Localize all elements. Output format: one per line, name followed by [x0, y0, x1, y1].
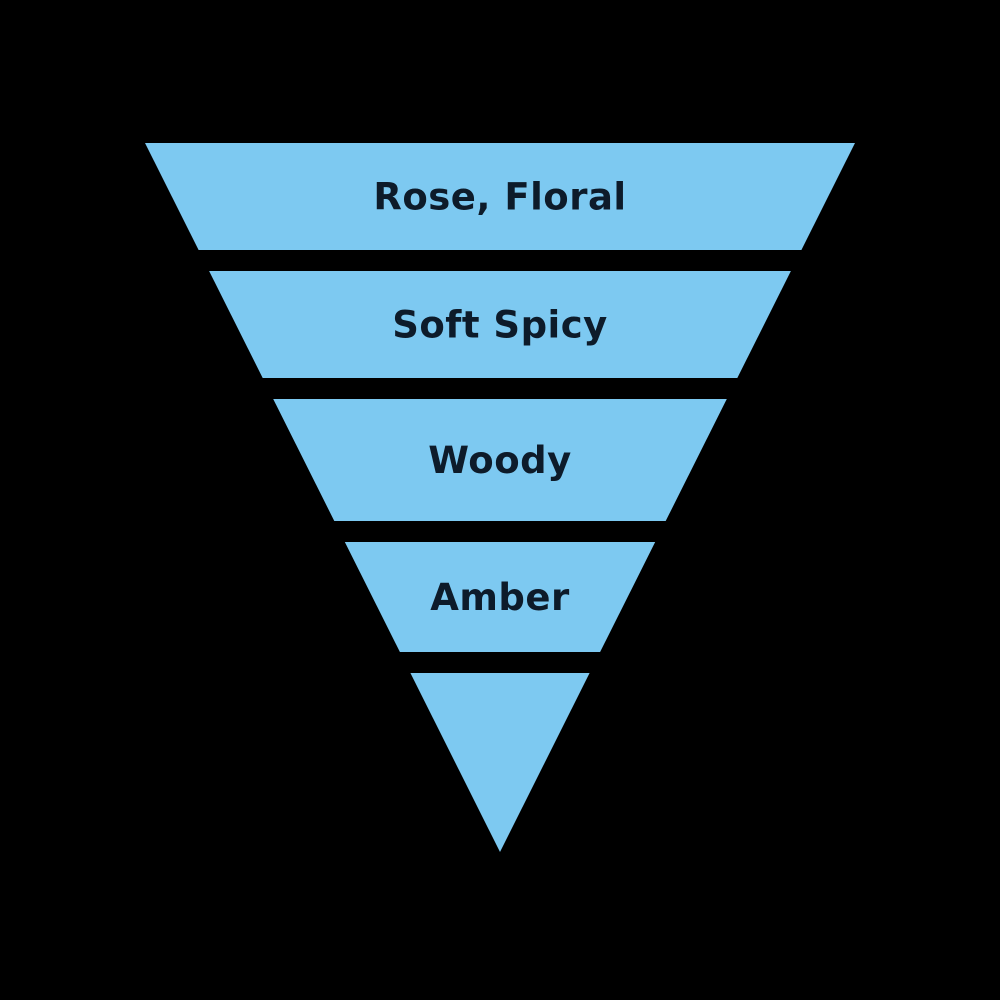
funnel-segment-3: [273, 399, 727, 521]
funnel-segment-2: [209, 271, 791, 378]
funnel-label-1: Rose, Floral: [373, 175, 626, 218]
funnel-label-3: Woody: [428, 439, 571, 482]
funnel-segment-5: [410, 673, 590, 852]
funnel-segment-1: [145, 143, 855, 250]
funnel-segment-4: [344, 542, 656, 652]
funnel-label-4: Amber: [430, 576, 570, 619]
funnel-label-2: Soft Spicy: [392, 303, 608, 346]
